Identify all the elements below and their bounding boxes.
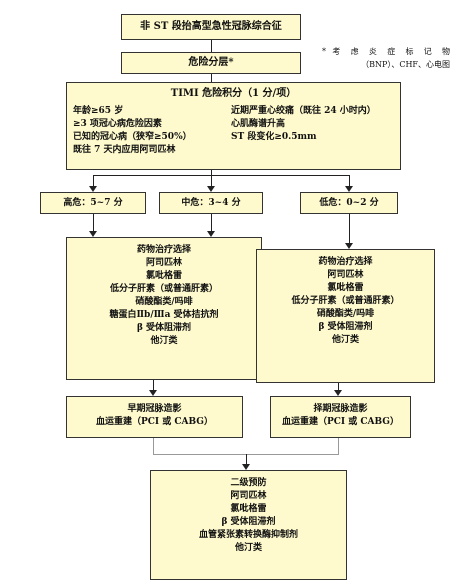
drug-low-beta-blocker: β 受体阻滞剂: [318, 322, 373, 332]
timi-item-st-change: ST 段变化≥0.5mm: [231, 132, 317, 142]
arrow-drugs-early: [149, 390, 157, 396]
footnote: * 考 虑 炎 症 标 记 物 （BNP）、CHF、心电图: [322, 45, 450, 71]
arrow-to-low: [345, 186, 353, 192]
connector-split-bar: [93, 175, 349, 176]
connector-mid-drugs: [211, 214, 212, 232]
secondary-beta-blocker: β 受体阻滞剂: [221, 517, 276, 527]
selective-angiography-label: 择期冠脉造影: [313, 404, 368, 414]
connector-high-drugs: [93, 214, 94, 232]
connector-drugs-selective: [338, 383, 339, 391]
timi-right-column: 近期严重心绞痛（既往 24 小时内） 心肌酶谱升高 ST 段变化≥0.5mm: [231, 105, 376, 144]
drug-high-beta-blocker: β 受体阻滞剂: [136, 323, 192, 333]
connector-low-drugs: [349, 214, 350, 244]
drug-high-aspirin: 阿司匹林: [145, 258, 182, 268]
box-high-risk: 高危：5~7 分: [40, 192, 146, 214]
arrow-high-drugs: [89, 231, 97, 237]
drug-high-nitrates: 硝酸酯类/吗啡: [135, 297, 193, 307]
box-low-risk: 低危：0~2 分: [300, 192, 398, 214]
arrow-low-drugs: [345, 243, 353, 249]
low-risk-label: 低危：0~2 分: [319, 198, 379, 208]
drug-low-title: 药物治疗选择: [318, 257, 373, 267]
secondary-aspirin: 阿司匹林: [230, 491, 267, 501]
early-revascularization-label: 血运重建（PCI 或 CABG）: [95, 417, 213, 427]
drug-high-statin: 他汀类: [150, 336, 178, 346]
timi-item-age: 年龄≥65 岁: [73, 106, 124, 116]
connector-to-low: [349, 175, 350, 187]
drug-low-heparin: 低分子肝素（或普通肝素）: [291, 296, 400, 306]
timi-item-enzymes: 心肌酶谱升高: [231, 119, 286, 129]
box-mid-risk: 中危：3~4 分: [159, 192, 263, 214]
box-nste-acs-label: 非 ST 段抬高型急性冠脉综合征: [140, 21, 282, 32]
arrow-drugs-selective: [334, 390, 342, 396]
timi-item-aspirin: 既往 7 天内应用阿司匹林: [73, 145, 176, 155]
connector-merge-secondary: [246, 454, 247, 465]
early-angiography-label: 早期冠脉造影: [127, 404, 182, 414]
high-risk-label: 高危：5~7 分: [63, 198, 123, 208]
connector-risk-timi: [211, 74, 212, 82]
arrow-to-high: [89, 186, 97, 192]
connector-selective-merge: [338, 438, 339, 454]
arrow-mid-drugs: [207, 231, 215, 237]
box-drug-therapy-low: 药物治疗选择 阿司匹林 氯吡格雷 低分子肝素（或普通肝素） 硝酸酯类/吗啡 β …: [256, 249, 435, 383]
secondary-acei: 血管紧张素转换酶抑制剂: [198, 530, 298, 540]
footnote-line-2: （BNP）、CHF、心电图: [361, 60, 450, 69]
footnote-line-1: * 考 虑 炎 症 标 记 物: [322, 47, 450, 56]
connector-to-mid: [211, 175, 212, 187]
box-risk-stratification: 危险分层*: [121, 52, 301, 74]
mid-risk-label: 中危：3~4 分: [181, 198, 241, 208]
box-secondary-prevention: 二级预防 阿司匹林 氯吡格雷 β 受体阻滞剂 血管紧张素转换酶抑制剂 他汀类: [150, 470, 347, 580]
connector-drugs-early: [153, 380, 154, 391]
box-risk-label: 危险分层*: [188, 57, 234, 68]
drug-low-aspirin: 阿司匹林: [327, 270, 364, 280]
selective-revascularization-label: 血运重建（PCI 或 CABG）: [281, 417, 399, 427]
drug-high-clopidogrel: 氯吡格雷: [145, 271, 182, 281]
drug-high-gp-iib-iiia: 糖蛋白Ⅱb/Ⅲa 受体拮抗剂: [109, 310, 219, 320]
drug-high-title: 药物治疗选择: [136, 245, 191, 255]
secondary-clopidogrel: 氯吡格雷: [230, 504, 267, 514]
drug-low-nitrates: 硝酸酯类/吗啡: [316, 309, 375, 319]
box-drug-therapy-high: 药物治疗选择 阿司匹林 氯吡格雷 低分子肝素（或普通肝素） 硝酸酯类/吗啡 糖蛋…: [66, 237, 262, 380]
timi-item-risk-factors: ≥3 项冠心病危险因素: [73, 119, 162, 129]
timi-item-angina: 近期严重心绞痛（既往 24 小时内）: [231, 106, 376, 116]
drug-high-heparin: 低分子肝素（或普通肝素）: [109, 284, 218, 294]
timi-item-known-cad: 已知的冠心病（狭窄≥50%）: [73, 132, 192, 142]
drug-low-statin: 他汀类: [331, 335, 359, 345]
timi-left-column: 年龄≥65 岁 ≥3 项冠心病危险因素 已知的冠心病（狭窄≥50%） 既往 7 …: [73, 105, 192, 157]
arrow-to-mid: [207, 186, 215, 192]
drug-low-clopidogrel: 氯吡格雷: [327, 283, 364, 293]
arrow-merge-secondary: [242, 464, 250, 470]
box-timi-score: TIMI 危险积分（1 分/项） 年龄≥65 岁 ≥3 项冠心病危险因素 已知的…: [66, 82, 401, 170]
connector-early-merge: [153, 438, 154, 454]
connector-top-risk: [211, 40, 212, 52]
connector-to-high: [93, 175, 94, 187]
box-selective-angiography: 择期冠脉造影 血运重建（PCI 或 CABG）: [270, 396, 411, 438]
box-early-angiography: 早期冠脉造影 血运重建（PCI 或 CABG）: [66, 396, 243, 438]
secondary-title: 二级预防: [230, 478, 267, 488]
box-nste-acs: 非 ST 段抬高型急性冠脉综合征: [121, 14, 301, 40]
secondary-statin: 他汀类: [234, 543, 262, 553]
timi-title: TIMI 危险积分（1 分/项）: [170, 88, 297, 99]
connector-timi-split: [211, 170, 212, 175]
